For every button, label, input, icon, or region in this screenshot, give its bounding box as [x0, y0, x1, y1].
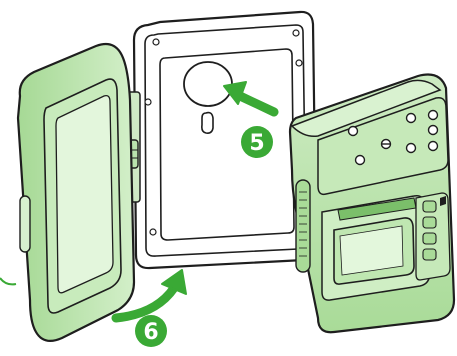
screw-hole: [145, 99, 151, 105]
side-vent: [296, 180, 310, 272]
screw-hole: [150, 229, 156, 235]
screw-hole: [153, 39, 159, 45]
door-handle: [20, 196, 30, 252]
step-5-number: 5: [249, 131, 264, 156]
control-button: [423, 233, 436, 244]
cable-opening: [184, 62, 232, 106]
screw-hole: [296, 60, 302, 66]
control-button: [423, 249, 436, 260]
controller-unit: [290, 75, 454, 333]
enclosure-door: [0, 44, 134, 341]
step-6-number: 6: [143, 320, 158, 345]
step-5-badge: 5: [241, 126, 273, 158]
cable: [0, 278, 16, 284]
step-6-badge: 6: [135, 315, 167, 347]
keyhole-slot: [202, 113, 213, 134]
screw-hole: [293, 30, 299, 36]
mounting-frame: [134, 12, 316, 268]
control-button: [423, 201, 436, 212]
control-button: [423, 217, 436, 228]
